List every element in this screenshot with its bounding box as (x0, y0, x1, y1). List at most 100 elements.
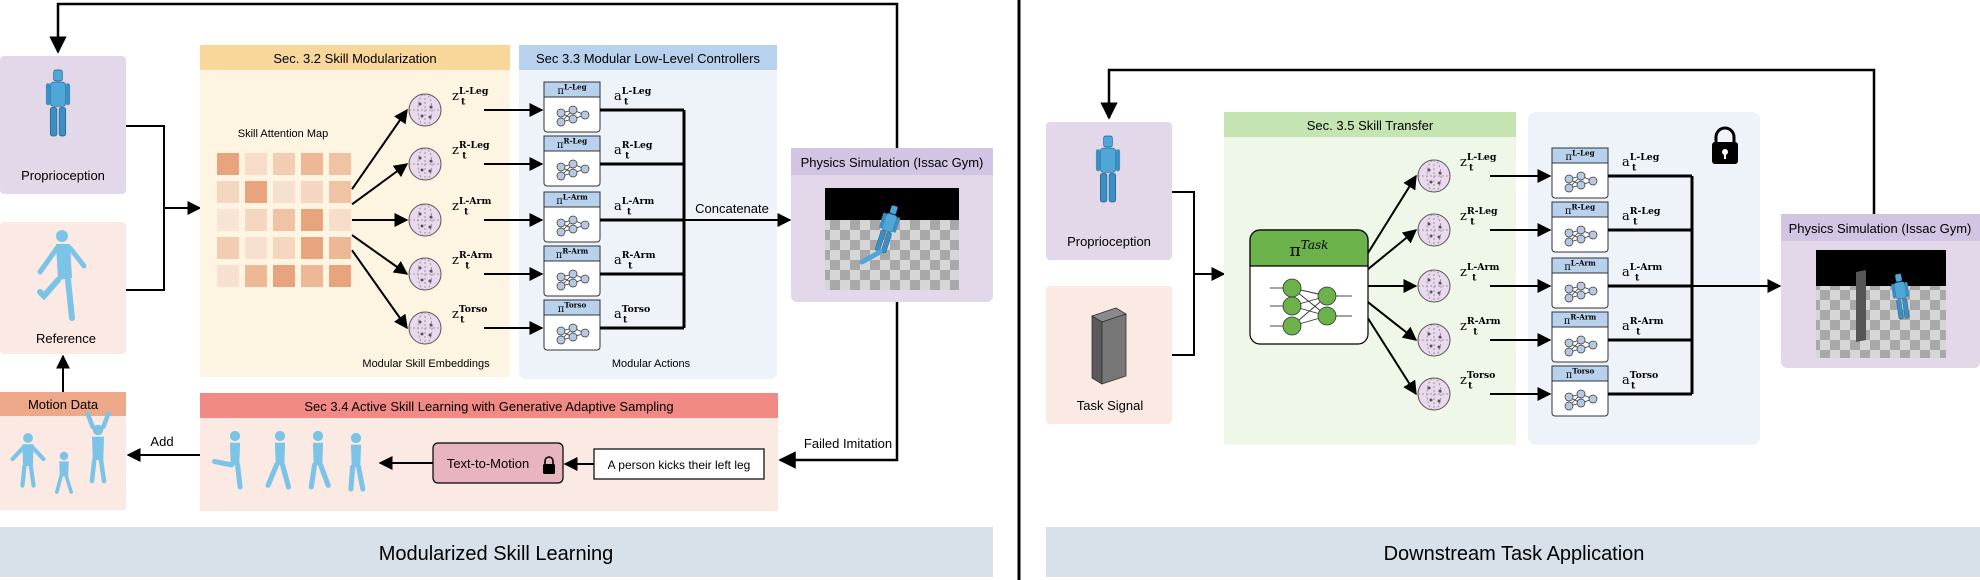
reference-box (0, 222, 126, 354)
attention-cell (273, 209, 295, 231)
skill-modularization-header (200, 45, 510, 70)
embedding-node-icon (408, 257, 442, 291)
attention-cell (217, 181, 239, 203)
task-network-icon (1270, 278, 1352, 336)
skill-modularization-title: Sec. 3.2 Skill Modularization (273, 51, 436, 66)
attention-cell (329, 181, 351, 203)
generated-motion-figures (212, 430, 366, 492)
attention-cell (329, 209, 351, 231)
attention-map-label: Skill Attention Map (238, 128, 329, 140)
policy-card: πL-Arm (1551, 257, 1609, 309)
failed-imitation-label: Failed Imitation (804, 436, 892, 451)
task-signal-label: Task Signal (1077, 398, 1144, 413)
modular-actions-label: Modular Actions (612, 358, 691, 370)
attention-cell (329, 237, 351, 259)
lock-icon (543, 456, 555, 474)
embeddings-label: Modular Skill Embeddings (362, 358, 490, 370)
policy-card: πR-Arm (1551, 311, 1609, 363)
embedding-node-icon (408, 93, 442, 127)
active-learning-header (200, 393, 778, 418)
motion-data-header (0, 392, 126, 416)
embedding-node-icon (1417, 377, 1451, 411)
policy-label: πL-Arm (1564, 259, 1596, 274)
policy-card: πL-Arm (543, 191, 601, 243)
policy-label: πTorso (1566, 367, 1595, 382)
attention-cell (329, 153, 351, 175)
skill-transfer-header (1224, 112, 1516, 137)
physics-sim-title: Physics Simulation (Issac Gym) (801, 155, 984, 170)
text-prompt: A person kicks their left leg (608, 458, 751, 472)
policy-label: πR-Leg (557, 137, 587, 152)
attention-cell (301, 237, 323, 259)
policy-label: πL-Arm (556, 193, 588, 208)
right-feedback-loop-arrow (1100, 68, 1876, 218)
feedback-loop-arrow (49, 2, 899, 160)
concatenate-label: Concatenate (695, 201, 769, 216)
physics-sim-header (791, 148, 993, 175)
attention-cell (273, 265, 295, 287)
right-physics-sim-title: Physics Simulation (Issac Gym) (1789, 221, 1972, 236)
policy-label: πR-Arm (1564, 313, 1597, 328)
right-footer-title: Downstream Task Application (1384, 543, 1645, 565)
policy-label: πL-Leg (557, 83, 586, 98)
right-proprioception-label: Proprioception (1067, 234, 1151, 249)
attention-cell (301, 181, 323, 203)
attention-cell (217, 209, 239, 231)
attention-cell (301, 209, 323, 231)
embedding-node-icon (1417, 323, 1451, 357)
add-label: Add (150, 434, 173, 449)
task-signal-block-icon (1091, 307, 1127, 385)
reference-label: Reference (36, 331, 96, 346)
right-simulation-render (1816, 250, 1946, 358)
attention-cell (273, 181, 295, 203)
attention-cell (273, 153, 295, 175)
motion-data-title: Motion Data (28, 397, 99, 412)
active-learning-title: Sec 3.4 Active Skill Learning with Gener… (304, 399, 673, 414)
skill-transfer-title: Sec. 3.5 Skill Transfer (1307, 118, 1434, 133)
policy-label: πTorso (558, 301, 587, 316)
text-prompt-box (593, 448, 765, 480)
frozen-lock-icon (1712, 126, 1738, 164)
motion-data-figures (10, 411, 111, 494)
policy-label: πL-Leg (1565, 149, 1594, 164)
attention-cell (217, 237, 239, 259)
failed-imitation-arrow (778, 302, 899, 469)
embedding-node-icon (1417, 159, 1451, 193)
attention-cell (245, 237, 267, 259)
left-footer-bar (0, 527, 993, 577)
policy-label: πR-Arm (556, 247, 589, 262)
policy-card: πL-Leg (1551, 147, 1609, 199)
attention-cell (273, 237, 295, 259)
attention-cell (217, 153, 239, 175)
left-footer-title: Modularized Skill Learning (379, 543, 614, 565)
controllers-title: Sec 3.3 Modular Low-Level Controllers (536, 51, 760, 66)
right-footer-bar (1046, 527, 1980, 577)
attention-cell (245, 209, 267, 231)
attention-cell (301, 265, 323, 287)
reference-figure-icon (37, 230, 87, 321)
controllers-header (519, 45, 777, 70)
skill-attention-map (217, 153, 351, 287)
embedding-node-icon (408, 203, 442, 237)
policy-card: πR-Leg (543, 135, 601, 187)
attention-cell (329, 265, 351, 287)
